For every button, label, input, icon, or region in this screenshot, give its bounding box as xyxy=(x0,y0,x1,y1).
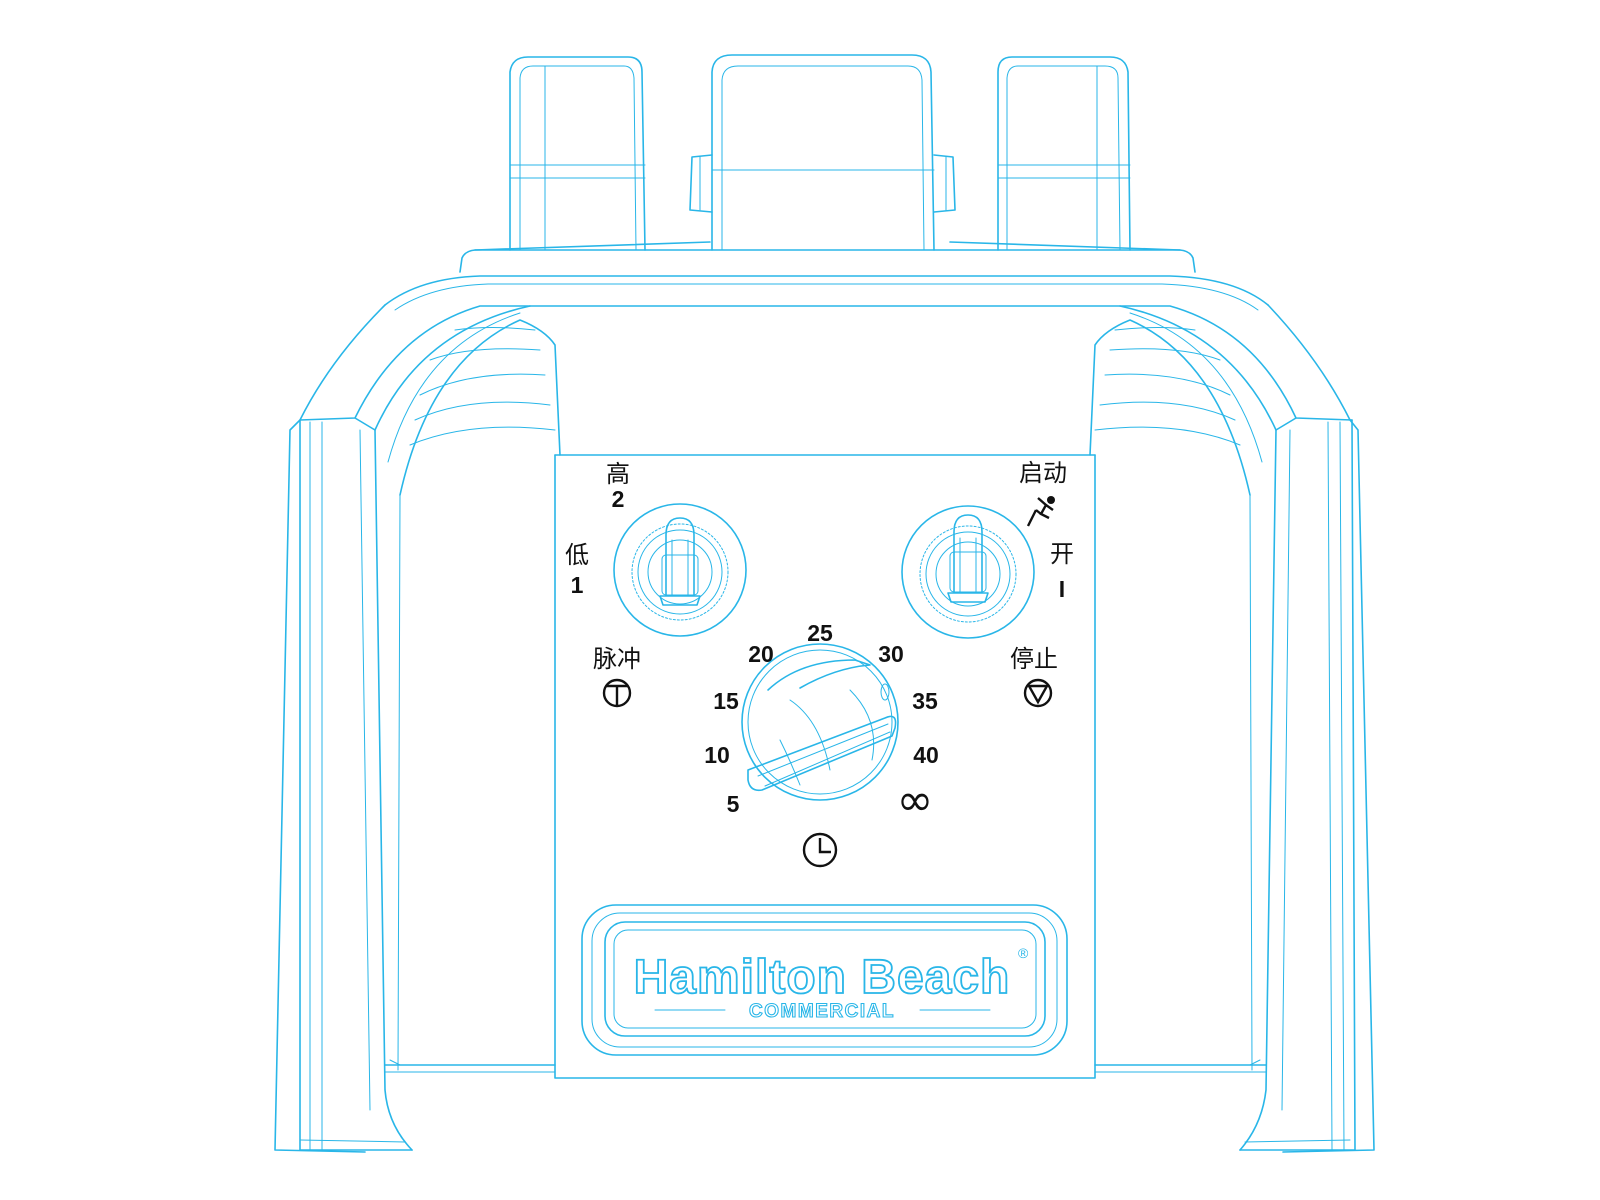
timer-scale: 5 10 15 20 25 30 35 40 ∞ xyxy=(704,620,939,826)
label-high-num: 2 xyxy=(612,486,625,512)
timer-mark-30: 30 xyxy=(878,641,904,667)
timer-mark-25: 25 xyxy=(807,620,833,646)
brand-nameplate: Hamilton Beach ® COMMERCIAL xyxy=(581,904,1068,1056)
label-stop: 停止 xyxy=(1010,645,1058,673)
stop-icon xyxy=(1023,678,1053,708)
timer-mark-10: 10 xyxy=(704,742,730,768)
registered-mark: ® xyxy=(1018,945,1029,961)
label-low: 低 xyxy=(565,541,589,569)
brand-name: Hamilton Beach xyxy=(634,951,1011,1004)
label-start: 启动 xyxy=(1019,459,1067,487)
label-high: 高 xyxy=(606,460,630,488)
timer-mark-continuous: ∞ xyxy=(897,775,934,826)
timer-mark-35: 35 xyxy=(912,688,938,714)
power-toggle-switch[interactable] xyxy=(901,505,1035,639)
label-low-num: 1 xyxy=(571,572,584,598)
start-icon xyxy=(1026,496,1055,527)
timer-mark-15: 15 xyxy=(713,688,739,714)
label-pulse: 脉冲 xyxy=(593,645,641,673)
brand-line: COMMERCIAL xyxy=(749,1001,895,1022)
label-on-mark: I xyxy=(1059,576,1065,602)
timer-mark-40: 40 xyxy=(913,742,939,768)
motor-base-body xyxy=(274,275,1375,1153)
pulse-icon xyxy=(602,678,632,708)
label-on: 开 xyxy=(1050,540,1074,568)
timer-mark-20: 20 xyxy=(748,641,774,667)
speed-toggle-switch[interactable] xyxy=(613,503,747,637)
timer-mark-5: 5 xyxy=(727,791,740,817)
top-coupling-pads xyxy=(459,54,1196,273)
timer-knob[interactable] xyxy=(741,643,899,801)
timer-clock-icon xyxy=(802,832,838,868)
